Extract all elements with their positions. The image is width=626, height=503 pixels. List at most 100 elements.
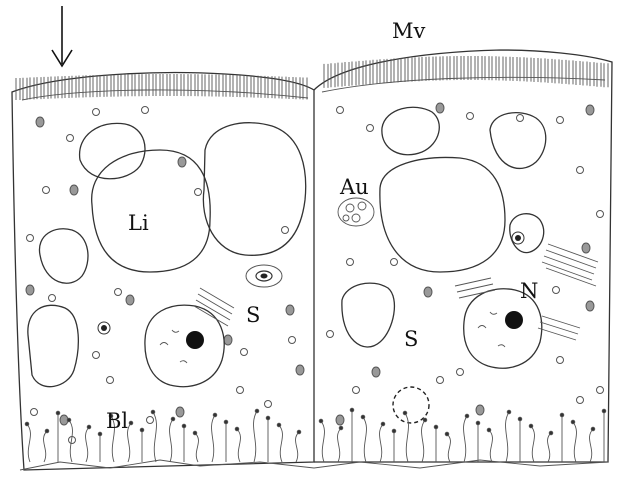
basal-infolding	[405, 413, 408, 462]
infolding-tip	[465, 414, 469, 418]
vesicle	[70, 185, 78, 195]
infolding-tip	[56, 411, 60, 415]
vesicle	[553, 287, 560, 294]
vesicle	[107, 377, 114, 384]
microvillus	[471, 56, 475, 80]
infolding-tip	[182, 424, 186, 428]
microvillus	[303, 78, 307, 100]
basal-infolding	[321, 421, 324, 462]
microvillus	[352, 61, 356, 85]
vesicle	[577, 167, 584, 174]
vesicle	[367, 125, 374, 132]
microvillus	[135, 74, 139, 96]
basal-infolding	[86, 427, 89, 462]
microvillus	[219, 75, 223, 97]
infolding-tip	[529, 424, 533, 428]
vesicle	[353, 387, 360, 394]
microvillus	[422, 57, 426, 81]
vesicle	[93, 109, 100, 116]
label-microvilli: Mv	[392, 19, 426, 43]
infolding-tip	[277, 423, 281, 427]
vesicle	[517, 115, 524, 122]
secretory-granule-left-small	[98, 322, 110, 334]
basal-infolding	[506, 412, 509, 462]
vesicle	[586, 301, 594, 311]
microvillus	[198, 74, 202, 96]
infolding-tip	[213, 413, 217, 417]
vesicle	[147, 417, 154, 424]
infolding-tip	[487, 428, 491, 432]
vesicle	[424, 287, 432, 297]
infolding-tip	[193, 431, 197, 435]
infolding-tip	[255, 409, 259, 413]
infolding-tip	[423, 418, 427, 422]
microvillus	[457, 56, 461, 80]
microvillus	[359, 61, 363, 85]
vesicle	[476, 405, 484, 415]
microvilli-border	[16, 56, 608, 100]
vesicle	[336, 415, 344, 425]
label-secretory-granule-right: S	[404, 327, 418, 351]
vesicle	[49, 295, 56, 302]
microvillus	[345, 62, 349, 86]
microvillus	[331, 63, 335, 87]
vesicle	[237, 387, 244, 394]
infolding-tip	[67, 418, 71, 422]
vesicle	[296, 365, 304, 375]
autophagic-vacuole	[338, 198, 374, 226]
microvillus	[415, 57, 419, 81]
vesicle	[557, 357, 564, 364]
vesicle	[282, 227, 289, 234]
microvillus	[191, 74, 195, 96]
microvillus	[107, 75, 111, 97]
label-lipid-droplet: Li	[128, 211, 149, 235]
microvillus	[436, 56, 440, 80]
infolding-tip	[171, 417, 175, 421]
microvillus	[114, 75, 118, 97]
infolding-tip	[235, 427, 239, 431]
microvillus	[534, 58, 538, 82]
basal-infolding	[170, 419, 173, 462]
vesicle	[224, 335, 232, 345]
microvillus	[555, 59, 559, 83]
infolding-tip	[476, 421, 480, 425]
microvillus	[450, 56, 454, 80]
microvillus	[79, 76, 83, 98]
microvillus	[184, 74, 188, 96]
infolding-tip	[571, 420, 575, 424]
vesicle	[93, 352, 100, 359]
vesicle	[437, 377, 444, 384]
vesicle	[391, 259, 398, 266]
vesicle	[286, 305, 294, 315]
secretory-granule-left	[246, 265, 282, 287]
microvillus	[128, 74, 132, 96]
infolding-tip	[140, 428, 144, 432]
microvillus	[527, 58, 531, 82]
basal-infolding	[464, 416, 467, 462]
microvillus	[205, 74, 209, 96]
microvillus	[394, 58, 398, 82]
microvillus	[324, 64, 328, 88]
microvillus	[261, 76, 265, 98]
microvillus	[366, 60, 370, 84]
microvillus	[443, 56, 447, 80]
vesicle	[126, 295, 134, 305]
vesicle	[327, 331, 334, 338]
basal-infolding	[195, 433, 198, 462]
infolding-tip	[591, 427, 595, 431]
infolding-tip	[339, 426, 343, 430]
microvillus	[569, 60, 573, 84]
vesicle	[457, 369, 464, 376]
microvillus	[548, 59, 552, 83]
basal-infolding	[279, 425, 282, 462]
vesicle	[142, 107, 149, 114]
vesicle	[176, 407, 184, 417]
nucleus-left	[145, 305, 224, 386]
vesicle	[597, 211, 604, 218]
microvillus	[254, 76, 258, 98]
vesicle	[115, 289, 122, 296]
microvillus	[37, 77, 41, 99]
label-autophagic-vacuole: Au	[339, 175, 369, 199]
vesicle	[557, 117, 564, 124]
infolding-tip	[549, 431, 553, 435]
